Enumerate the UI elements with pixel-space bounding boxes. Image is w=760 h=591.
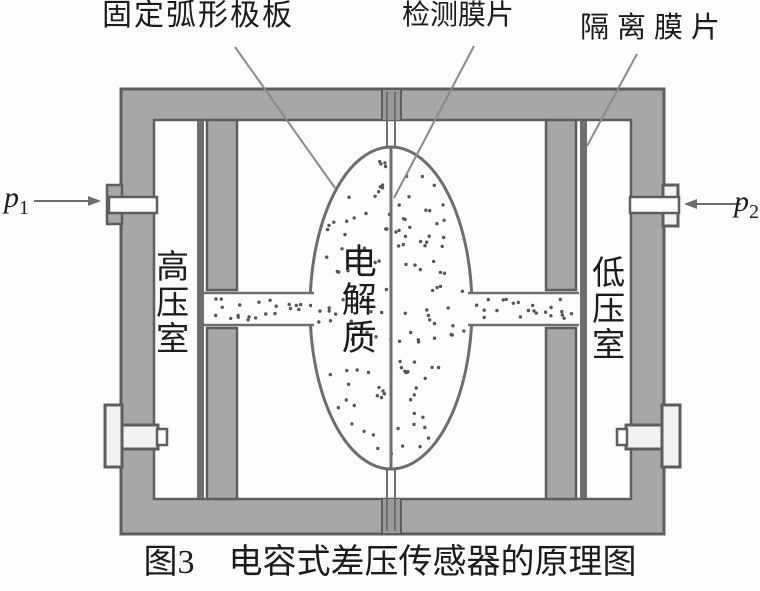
leader-line-detection-diaphragm: [393, 45, 475, 199]
p1-arrow: [34, 196, 101, 206]
p2-arrow: [684, 199, 741, 209]
label-isolation-diaphragm: 隔离膜片: [580, 12, 729, 44]
bolt-fitting-left: [103, 403, 169, 469]
leader-line-fixed-arc-plate: [234, 46, 336, 189]
label-high-pressure-chamber: 高压室: [150, 249, 187, 357]
pressure-port-p2: [628, 183, 681, 228]
top-seal-plug: [381, 89, 402, 147]
label-pressure-p2: p2: [734, 185, 759, 223]
leader-line-isolation-diaphragm: [586, 53, 638, 147]
label-electrolyte: 电解质: [336, 243, 376, 357]
bolt-fitting-right: [615, 403, 682, 469]
electrolyte-dots: [214, 160, 574, 456]
pressure-port-p1: [105, 183, 159, 226]
label-fixed-arc-plate: 固定弧形极板: [102, 0, 294, 32]
label-detection-diaphragm: 检测膜片: [402, 0, 515, 31]
figure-caption: 图3 电容式差压传感器的原理图: [143, 544, 637, 581]
support-block-right-lower: [544, 326, 578, 501]
label-pressure-p1: p1: [4, 181, 29, 219]
support-block-right-upper: [544, 118, 578, 292]
isolation-diaphragm-right: [580, 121, 587, 498]
support-block-left-lower: [205, 326, 239, 501]
isolation-diaphragm-left: [197, 121, 204, 498]
support-block-left-upper: [205, 118, 239, 292]
label-low-pressure-chamber: 低压室: [586, 255, 623, 363]
fill-channel-right: [466, 293, 579, 325]
fill-channel-walls: [204, 291, 579, 327]
bottom-seal-plug: [381, 469, 402, 533]
